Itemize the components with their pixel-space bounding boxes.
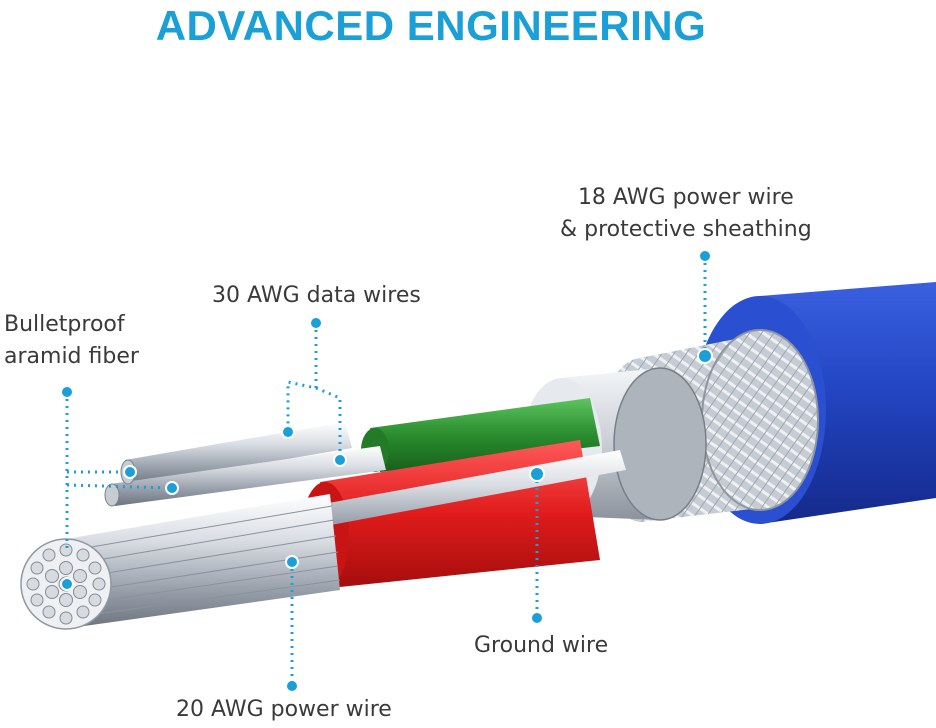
dot-aramid-end2 [165, 481, 179, 495]
label-18awg-power-wire: 18 AWG power wire & protective sheathing [560, 182, 812, 246]
dot-aramid-top [62, 387, 72, 397]
dot-aramid-core [60, 577, 74, 591]
label-aramid-line1: Bulletproof [4, 312, 125, 337]
leader-30awg [286, 323, 342, 460]
label-aramid-fiber: Bulletproof aramid fiber [4, 309, 139, 373]
dot-18awg-end [697, 348, 713, 364]
label-ground-wire: Ground wire [474, 630, 608, 662]
dot-30awg-top [311, 318, 321, 328]
dot-20awg-end [287, 681, 297, 691]
label-30awg-data-wires: 30 AWG data wires [212, 280, 421, 312]
callout-dots [60, 251, 713, 691]
label-18awg-line1: 18 AWG power wire [577, 185, 794, 210]
data-wire-bundle [104, 422, 386, 507]
dot-30awg-end1 [281, 425, 295, 439]
label-30awg-text: 30 AWG data wires [212, 283, 421, 308]
label-20awg-power-wire: 20 AWG power wire [176, 694, 392, 726]
label-18awg-line2: & protective sheathing [560, 217, 812, 242]
dot-18awg-top [700, 251, 710, 261]
label-20awg-text: 20 AWG power wire [176, 697, 392, 722]
page-title: ADVANCED ENGINEERING [155, 2, 707, 49]
callout-leaders [65, 256, 707, 686]
label-ground-text: Ground wire [474, 633, 609, 658]
dot-ground-end [532, 613, 542, 623]
dot-20awg-top [285, 555, 299, 569]
dot-ground-top [529, 466, 545, 482]
dot-30awg-end2 [333, 453, 347, 467]
leader-aramid [65, 392, 173, 548]
label-aramid-line2: aramid fiber [4, 344, 139, 369]
dot-aramid-end1 [123, 465, 137, 479]
